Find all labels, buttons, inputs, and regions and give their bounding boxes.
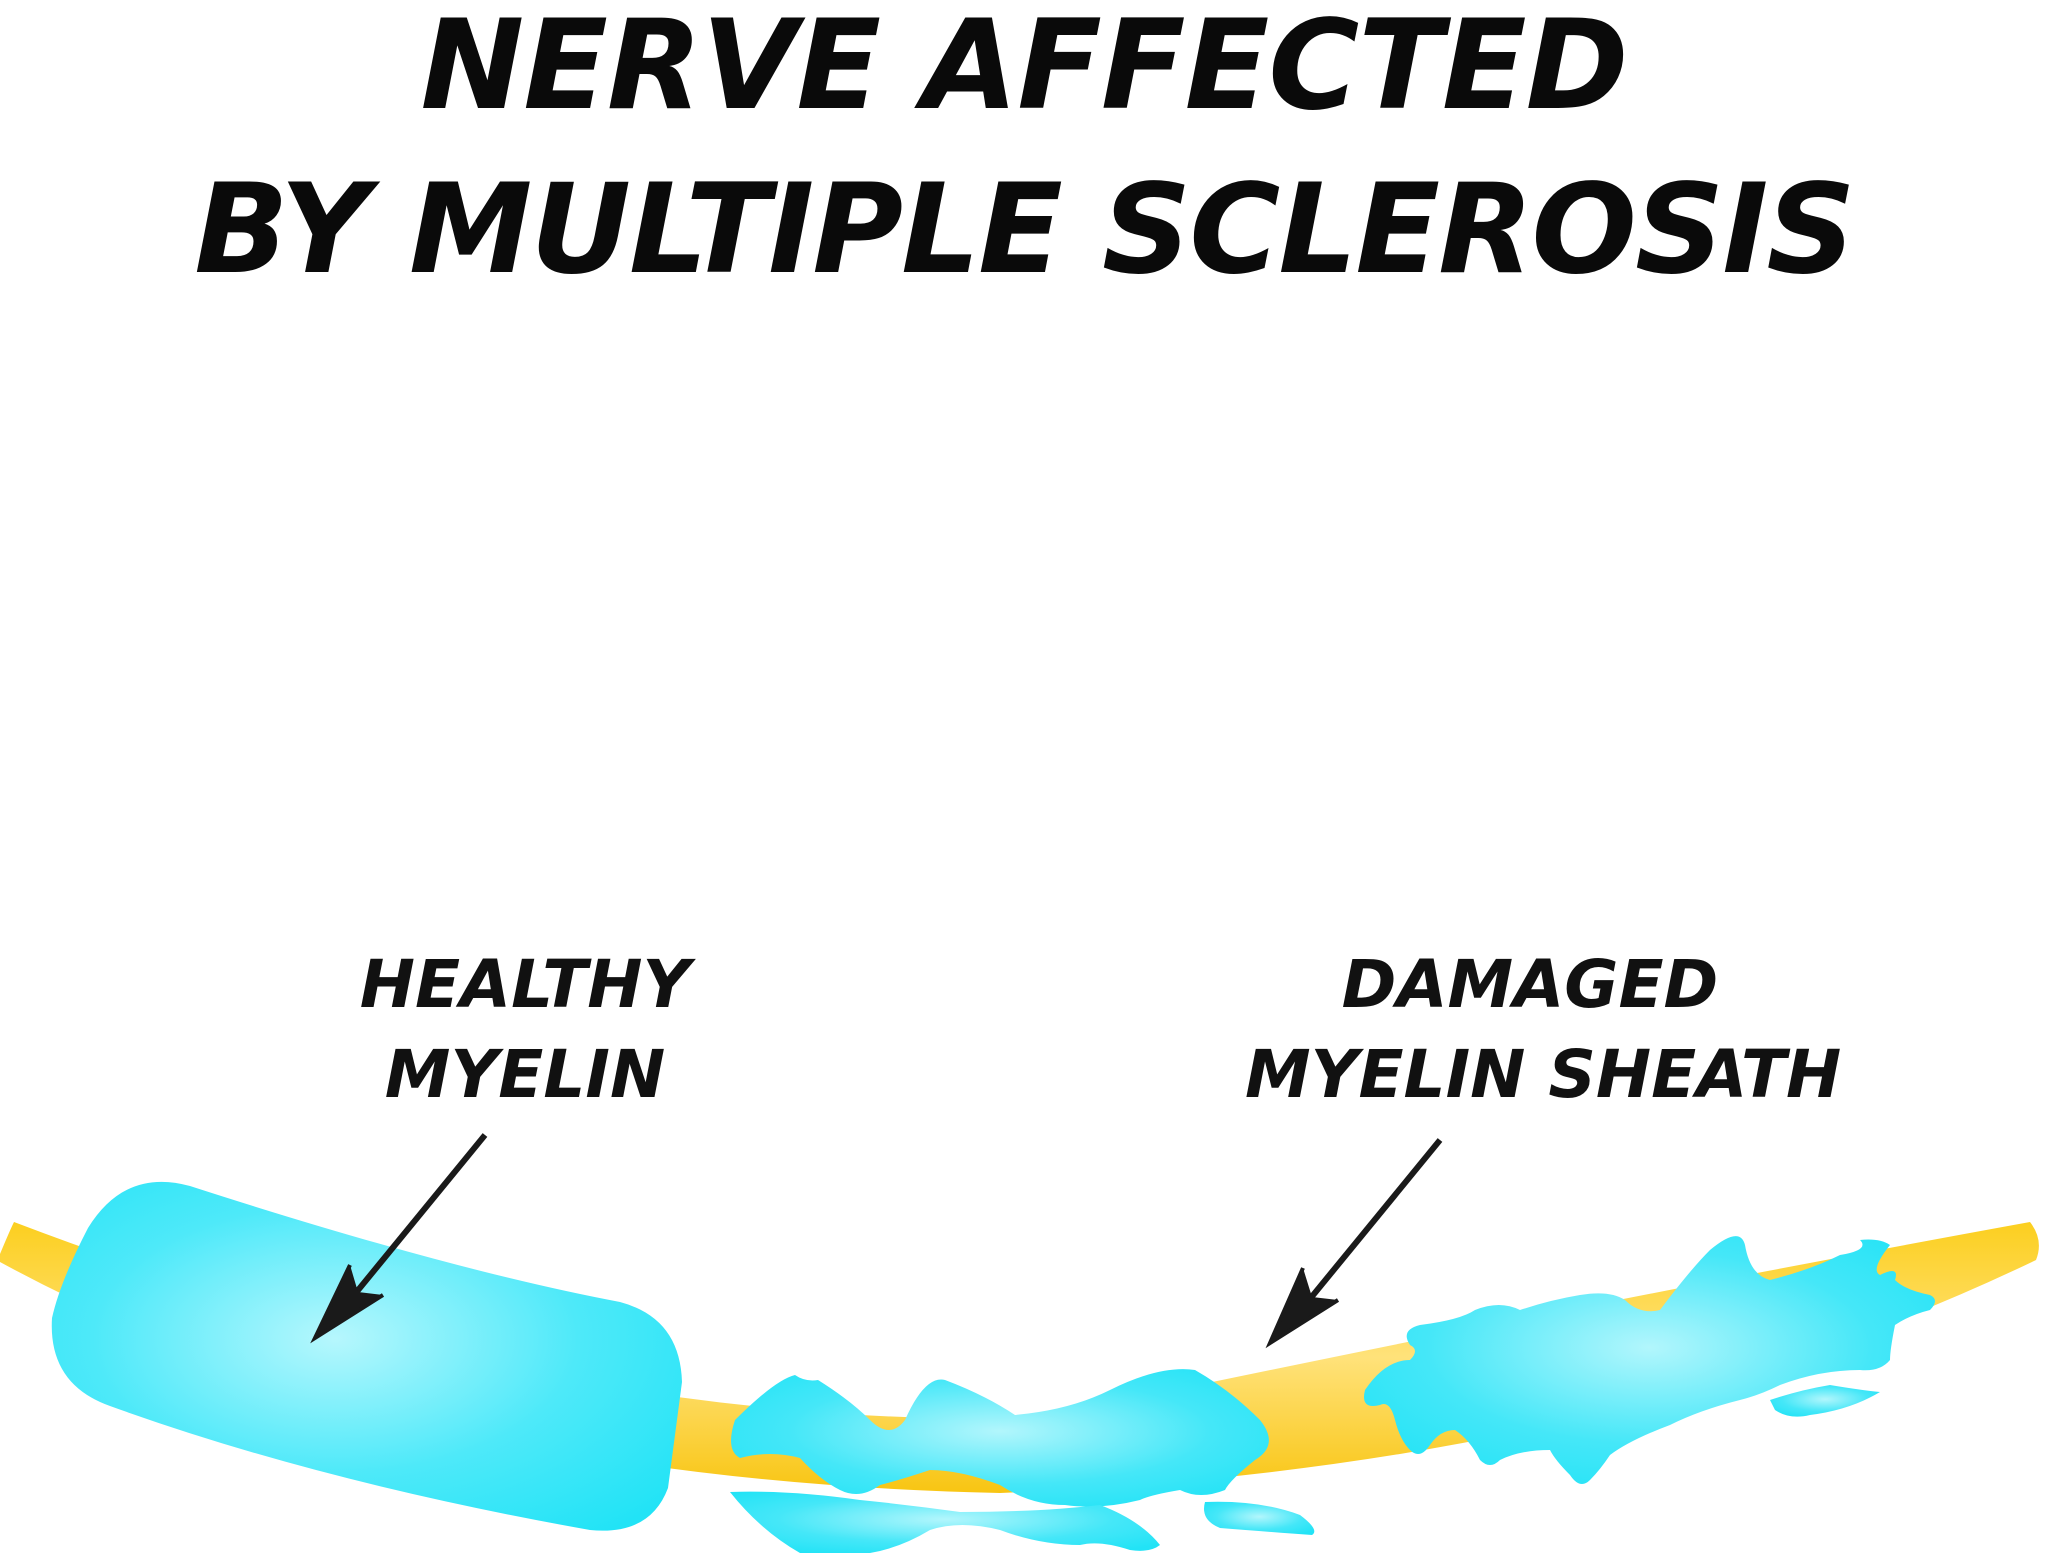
damaged-myelin-lower-fragment xyxy=(730,1491,1160,1553)
healthy-myelin-segment xyxy=(51,1181,683,1531)
healthy-arrow xyxy=(310,1133,488,1344)
diagram-title-line-2: BY MULTIPLE SCLEROSIS xyxy=(194,158,1855,302)
damaged-myelin-right-tail xyxy=(1770,1385,1880,1417)
diagram-title-line-1: NERVE AFFECTED xyxy=(420,0,1628,138)
healthy-myelin-label: HEALTHY MYELIN xyxy=(330,940,720,1120)
healthy-myelin-label-line-2: MYELIN xyxy=(384,1036,666,1113)
damaged-myelin-right xyxy=(1364,1236,1935,1484)
damaged-myelin-small-fragment xyxy=(1204,1501,1315,1535)
damaged-myelin-label-line-2: MYELIN SHEATH xyxy=(1245,1036,1842,1113)
damaged-myelin-label-line-1: DAMAGED xyxy=(1341,946,1719,1023)
damaged-myelin-middle xyxy=(731,1369,1269,1507)
healthy-myelin-label-line-1: HEALTHY xyxy=(359,946,691,1023)
damaged-arrow xyxy=(1265,1138,1443,1349)
damaged-myelin-label: DAMAGED MYELIN SHEATH xyxy=(1245,940,1842,1120)
